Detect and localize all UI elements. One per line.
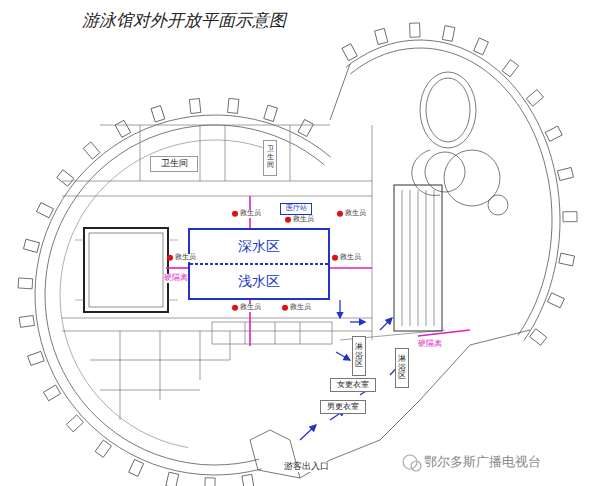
room-label: 浅水区 bbox=[238, 274, 280, 289]
entrance-label: 游客出入口 bbox=[284, 462, 329, 472]
room-box: 医疗站 bbox=[280, 203, 312, 215]
room-label: 卫生间 bbox=[267, 146, 274, 169]
room-box: 女更衣室 bbox=[330, 378, 376, 392]
watermark: 鄂尔多斯广播电视台 bbox=[424, 455, 541, 469]
room-label: 淋浴区 bbox=[355, 343, 363, 369]
lifeguard-label: 救生员 bbox=[240, 210, 261, 218]
lifeguard-dot bbox=[332, 255, 338, 261]
room-label: 女更衣室 bbox=[337, 381, 369, 390]
pool: 深水区浅水区 bbox=[188, 228, 330, 300]
room-box: 浅水区 bbox=[190, 264, 328, 298]
lifeguard-label: 救生员 bbox=[345, 210, 366, 218]
isolation-label: 硬隔离 bbox=[418, 340, 442, 349]
lifeguard-label: 救生员 bbox=[340, 254, 361, 262]
room-label: 淋浴区 bbox=[398, 355, 406, 381]
lifeguard-label: 救生员 bbox=[290, 304, 311, 312]
isolation-label: 硬隔离 bbox=[164, 274, 188, 283]
lifeguard-dot bbox=[232, 211, 238, 217]
room-box: 淋浴区 bbox=[352, 336, 366, 376]
lifeguard-dot bbox=[285, 217, 291, 223]
lifeguard-label: 救生员 bbox=[240, 304, 261, 312]
lifeguard-label: 救生员 bbox=[293, 216, 314, 224]
room-box: 淋浴区 bbox=[395, 348, 409, 388]
room-box: 男更衣室 bbox=[320, 400, 366, 414]
room-box: 卫生间 bbox=[263, 140, 277, 176]
lifeguard-label: 救生员 bbox=[175, 254, 196, 262]
room-label: 深水区 bbox=[238, 239, 280, 254]
lifeguard-dot bbox=[282, 305, 288, 311]
lifeguard-dot bbox=[167, 255, 173, 261]
lifeguard-dot bbox=[232, 305, 238, 311]
lifeguard-dot bbox=[337, 211, 343, 217]
room-label: 卫生间 bbox=[161, 159, 188, 169]
room-box: 卫生间 bbox=[150, 156, 198, 172]
room-label: 男更衣室 bbox=[327, 403, 359, 412]
room-box: 深水区 bbox=[190, 230, 328, 264]
title: 游泳馆对外开放平面示意图 bbox=[82, 12, 286, 31]
room-label: 医疗站 bbox=[286, 205, 307, 213]
